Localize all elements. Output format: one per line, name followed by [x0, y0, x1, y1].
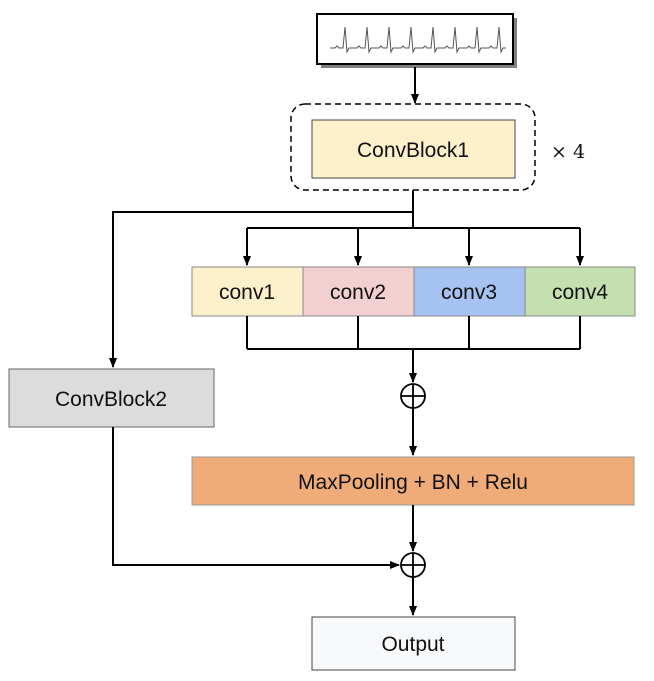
maxpool-bn-relu-block: MaxPooling + BN + Relu: [191, 456, 635, 506]
maxpool-label: MaxPooling + BN + Relu: [298, 471, 528, 494]
circled-plus-icon: [400, 383, 426, 409]
circled-plus-icon: [400, 552, 426, 578]
convblock2: ConvBlock2: [8, 368, 215, 428]
output-block: Output: [311, 616, 516, 671]
convblock1: ConvBlock1: [311, 119, 516, 179]
conv1-label: conv1: [219, 281, 275, 304]
conv2: conv2: [302, 266, 415, 317]
conv4-label: conv4: [552, 281, 608, 304]
convblock2-label: ConvBlock2: [55, 388, 167, 411]
conv4: conv4: [524, 266, 636, 317]
ecg-input-signal: [316, 13, 517, 68]
branch-to-convblock2: [109, 211, 413, 368]
output-label: Output: [381, 633, 444, 656]
ecg-signal-icon: [330, 26, 506, 54]
repeat-count-label: × 4: [551, 141, 585, 163]
convblock1-label: ConvBlock1: [357, 139, 469, 162]
conv3: conv3: [413, 266, 526, 317]
conv1: conv1: [191, 266, 304, 317]
conv2-label: conv2: [330, 281, 386, 304]
skip-connection: [112, 427, 400, 569]
conv3-label: conv3: [441, 281, 497, 304]
